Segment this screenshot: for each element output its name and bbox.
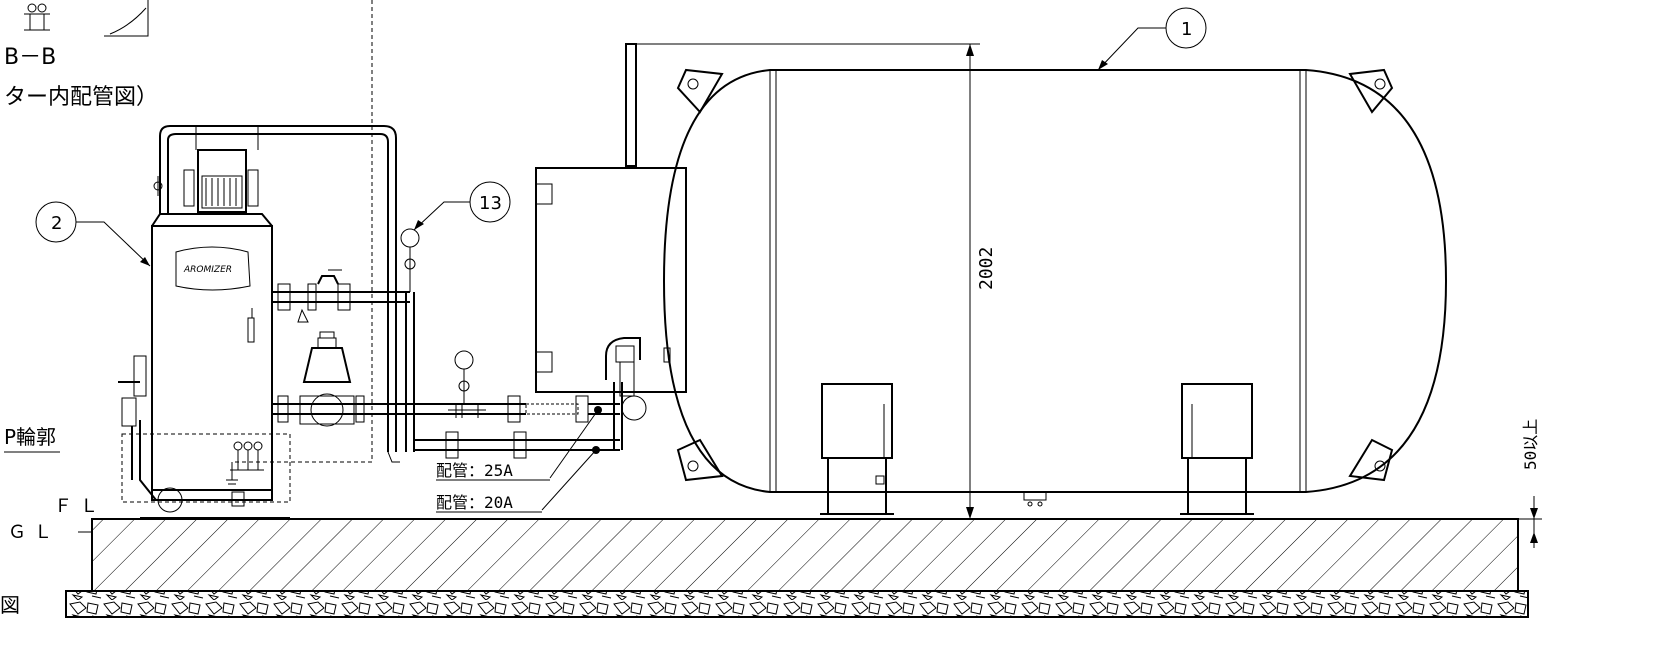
corner-mark: 図 <box>0 593 20 617</box>
section-caption: ター内配管図） <box>4 85 158 110</box>
balloon-2-number: 2 <box>51 213 62 234</box>
height-dimension-value: 2002 <box>976 247 997 290</box>
gl-label: ＧＬ <box>8 522 60 543</box>
height-dimension: 2002 <box>966 44 997 519</box>
pressure-gauge-icon <box>454 350 474 404</box>
concrete-foundation <box>65 518 1529 618</box>
outline-callout: P輪郭 <box>4 425 60 453</box>
pressure-reducing-valve-icon <box>299 331 355 427</box>
piping-network <box>272 228 623 463</box>
balloon-13: 13 <box>413 181 511 231</box>
pipe-label-25a: 配管：25A <box>436 461 513 480</box>
pipe-label-20a: 配管：20A <box>436 493 513 512</box>
tank-saddle-right <box>1180 383 1254 515</box>
balloon-13-number: 13 <box>479 193 502 214</box>
pipe-callouts: 配管：25A 配管：20A <box>436 409 599 513</box>
valve-symbol-icon <box>24 3 50 31</box>
balloon-2: 2 <box>35 201 151 267</box>
tank-saddle-left <box>820 383 894 515</box>
balloon-1-number: 1 <box>1181 19 1192 40</box>
heater-unit: AROMIZER <box>118 125 397 519</box>
section-title: B－B <box>4 45 56 70</box>
balloon-1: 1 <box>1097 7 1207 71</box>
corner-glyph: 図 <box>0 593 20 617</box>
fl-label: ＦＬ <box>54 496 106 517</box>
brand-plate: AROMIZER <box>175 246 251 291</box>
clearance-dimension-value: 50以上 <box>1521 419 1540 470</box>
brand-plate-text: AROMIZER <box>183 265 232 275</box>
storage-tank <box>625 43 1448 515</box>
pressure-gauge-icon <box>400 228 420 292</box>
outline-label: P輪郭 <box>4 425 56 449</box>
clearance-dimension: 50以上 <box>1498 419 1542 548</box>
section-bb-detail: B－B ター内配管図） <box>4 0 373 463</box>
